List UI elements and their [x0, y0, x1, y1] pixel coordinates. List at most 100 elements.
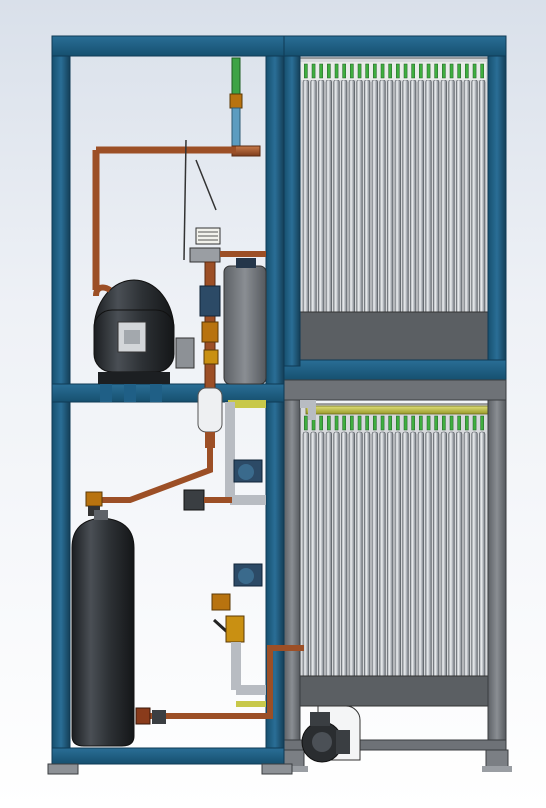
- heat-exchanger-tube: [448, 79, 455, 315]
- discharge-line: [92, 57, 261, 290]
- upper-exchanger: [297, 57, 489, 361]
- heat-exchanger-tube: [394, 431, 401, 681]
- bottom-line: [135, 645, 304, 725]
- heat-exchanger-tube: [417, 79, 424, 315]
- pump-middle: [233, 459, 263, 483]
- heat-exchanger-tube: [302, 431, 309, 681]
- heat-exchanger-tube: [471, 431, 478, 681]
- tube-nozzle: [411, 415, 415, 431]
- tube-nozzle: [426, 63, 431, 79]
- tube-nozzle: [403, 63, 408, 79]
- tube-nozzle: [419, 415, 423, 431]
- heat-exchanger-tube: [341, 79, 348, 315]
- buffer-tank: [223, 258, 267, 385]
- tube-nozzle: [373, 415, 377, 431]
- heat-exchanger-tube: [348, 431, 355, 681]
- heat-exchanger-tube: [371, 431, 378, 681]
- tube-nozzle: [426, 415, 431, 431]
- tube-nozzle: [449, 63, 454, 79]
- tube-nozzle: [350, 63, 354, 79]
- tube-nozzle: [342, 415, 346, 431]
- tube-nozzle: [472, 415, 477, 431]
- heat-exchanger-tube: [364, 79, 371, 315]
- tube-nozzle: [411, 63, 415, 79]
- tube-nozzle: [472, 63, 477, 79]
- tube-nozzle: [334, 63, 339, 79]
- tube-nozzle: [342, 63, 346, 79]
- heat-exchanger-tube: [456, 431, 463, 681]
- tube-nozzle: [350, 415, 354, 431]
- tube-nozzle: [373, 63, 377, 79]
- tube-nozzle: [434, 63, 438, 79]
- heat-exchanger-tube: [341, 431, 348, 681]
- tube-nozzle: [380, 415, 385, 431]
- heat-exchanger-tube: [318, 431, 325, 681]
- lower-exchanger: [297, 403, 489, 707]
- heat-exchanger-tube: [333, 79, 340, 315]
- expansion-valve: [189, 227, 266, 263]
- tank: [71, 510, 135, 747]
- heat-exchanger-tube: [479, 79, 486, 315]
- tube-nozzle: [465, 63, 469, 79]
- filter-drier: [197, 387, 223, 448]
- tube-nozzle: [380, 63, 385, 79]
- heat-exchanger-tube: [402, 431, 409, 681]
- tube-nozzle: [327, 415, 331, 431]
- heat-exchanger-tube: [379, 431, 386, 681]
- heat-exchanger-tube: [394, 79, 401, 315]
- tube-nozzle: [449, 415, 454, 431]
- valve-cluster: [183, 489, 266, 707]
- heat-exchanger-tube: [356, 79, 363, 315]
- tube-nozzle: [388, 415, 392, 431]
- tube-nozzle: [304, 415, 308, 431]
- heat-exchanger-tube: [364, 431, 371, 681]
- tube-nozzle: [327, 63, 331, 79]
- tube-nozzle: [357, 415, 362, 431]
- heat-exchanger-tube: [379, 79, 386, 315]
- tube-nozzle: [319, 63, 323, 79]
- tube-nozzle: [388, 63, 392, 79]
- heat-exchanger-tube: [448, 431, 455, 681]
- heat-exchanger-tube: [387, 79, 394, 315]
- tube-nozzle: [357, 63, 362, 79]
- tube-nozzle: [403, 415, 408, 431]
- heat-exchanger-tube: [387, 431, 394, 681]
- heat-exchanger-tube: [371, 79, 378, 315]
- heat-exchanger-tube: [463, 79, 470, 315]
- heat-exchanger-tube: [433, 79, 440, 315]
- pump-upper: [233, 563, 263, 587]
- tube-nozzle: [396, 415, 400, 431]
- tube-nozzle: [480, 63, 484, 79]
- pump: [301, 705, 361, 763]
- heat-exchanger-tube: [325, 79, 332, 315]
- tube-nozzle: [334, 415, 339, 431]
- heat-exchanger-tube: [348, 79, 355, 315]
- heat-exchanger-tube: [410, 431, 417, 681]
- heat-exchanger-tube: [463, 431, 470, 681]
- tube-nozzle: [442, 63, 446, 79]
- heat-exchanger-tube: [402, 79, 409, 315]
- heat-exchanger-tube: [479, 431, 486, 681]
- heat-exchanger-tube: [440, 431, 447, 681]
- compressor-mounts: [100, 384, 162, 402]
- tube-nozzle: [457, 415, 461, 431]
- tube-nozzle: [365, 63, 369, 79]
- tube-nozzle: [304, 63, 308, 79]
- tube-nozzle: [465, 415, 469, 431]
- liquid-line: [199, 261, 221, 393]
- heat-exchanger-tube: [356, 431, 363, 681]
- heat-exchanger-tube: [471, 79, 478, 315]
- tube-nozzle: [396, 63, 400, 79]
- heat-exchanger-tube: [433, 431, 440, 681]
- heat-exchanger-tube: [410, 79, 417, 315]
- heat-exchanger-tube: [425, 431, 432, 681]
- heat-exchanger-tube: [440, 79, 447, 315]
- tube-nozzle: [442, 415, 446, 431]
- heat-exchanger-tube: [333, 431, 340, 681]
- tube-nozzle: [434, 415, 438, 431]
- tube-nozzle: [457, 63, 461, 79]
- heat-exchanger-tube: [318, 79, 325, 315]
- compressor: [93, 279, 195, 384]
- heat-exchanger-tube: [425, 79, 432, 315]
